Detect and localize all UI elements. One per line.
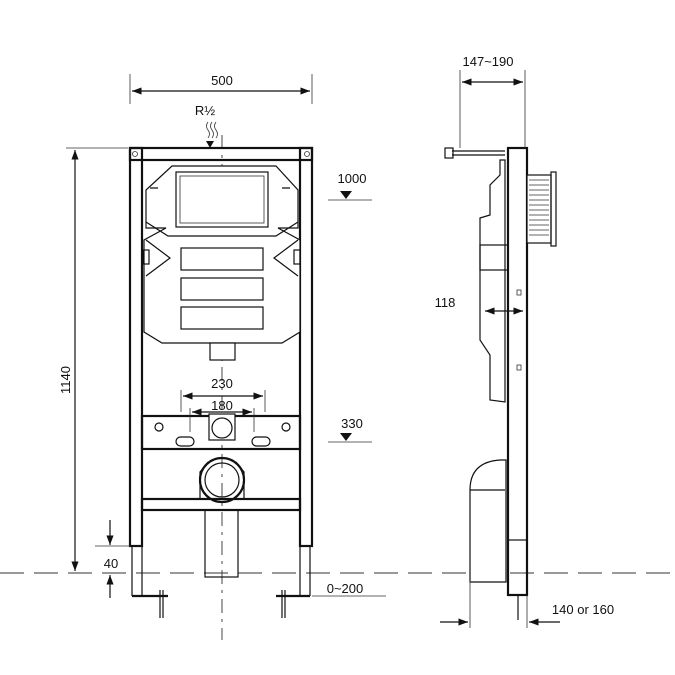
right-upright [298,146,314,548]
left-upright [128,146,144,548]
dim-frame-height: 1140 [58,366,73,394]
flush-outlet [209,342,236,361]
side-cistern [479,159,506,403]
top-rail [128,146,314,162]
drain-downpipe [204,509,239,578]
lower-rail [140,497,302,512]
water-supply-icon [206,121,218,139]
dim-bolt-inner: 180 [211,398,233,413]
supply-cable [452,150,505,156]
dim-leg-offset: 40 [104,556,118,571]
dim-leg-adjust: 0~200 [327,581,364,596]
dim-width: 500 [211,73,233,88]
supply-pipe [211,417,233,439]
dim-bottom-depth: 140 or 160 [552,602,614,617]
dim-depth: 147~190 [463,54,514,69]
side-drain-bend [469,459,507,583]
cistern [143,165,301,344]
side-frame [506,146,529,597]
dim-bolt-outer: 230 [211,376,233,391]
front-view [128,146,314,618]
dim-supply: R½ [195,103,215,118]
side-view [444,146,557,620]
side-dimensions: 147~190 118 140 or 160 [435,54,614,628]
front-dimensions: 500 R½ 1000 330 1140 40 0~200 230 180 [58,73,386,598]
flush-plate-opening [175,171,269,228]
dim-flush-height: 1000 [338,171,367,186]
dim-drain-height: 330 [341,416,363,431]
drain-pipe [198,456,246,504]
flush-pipe-spiral [526,174,552,244]
anchor-bolts [159,590,286,618]
dim-tank-depth: 118 [435,295,456,310]
